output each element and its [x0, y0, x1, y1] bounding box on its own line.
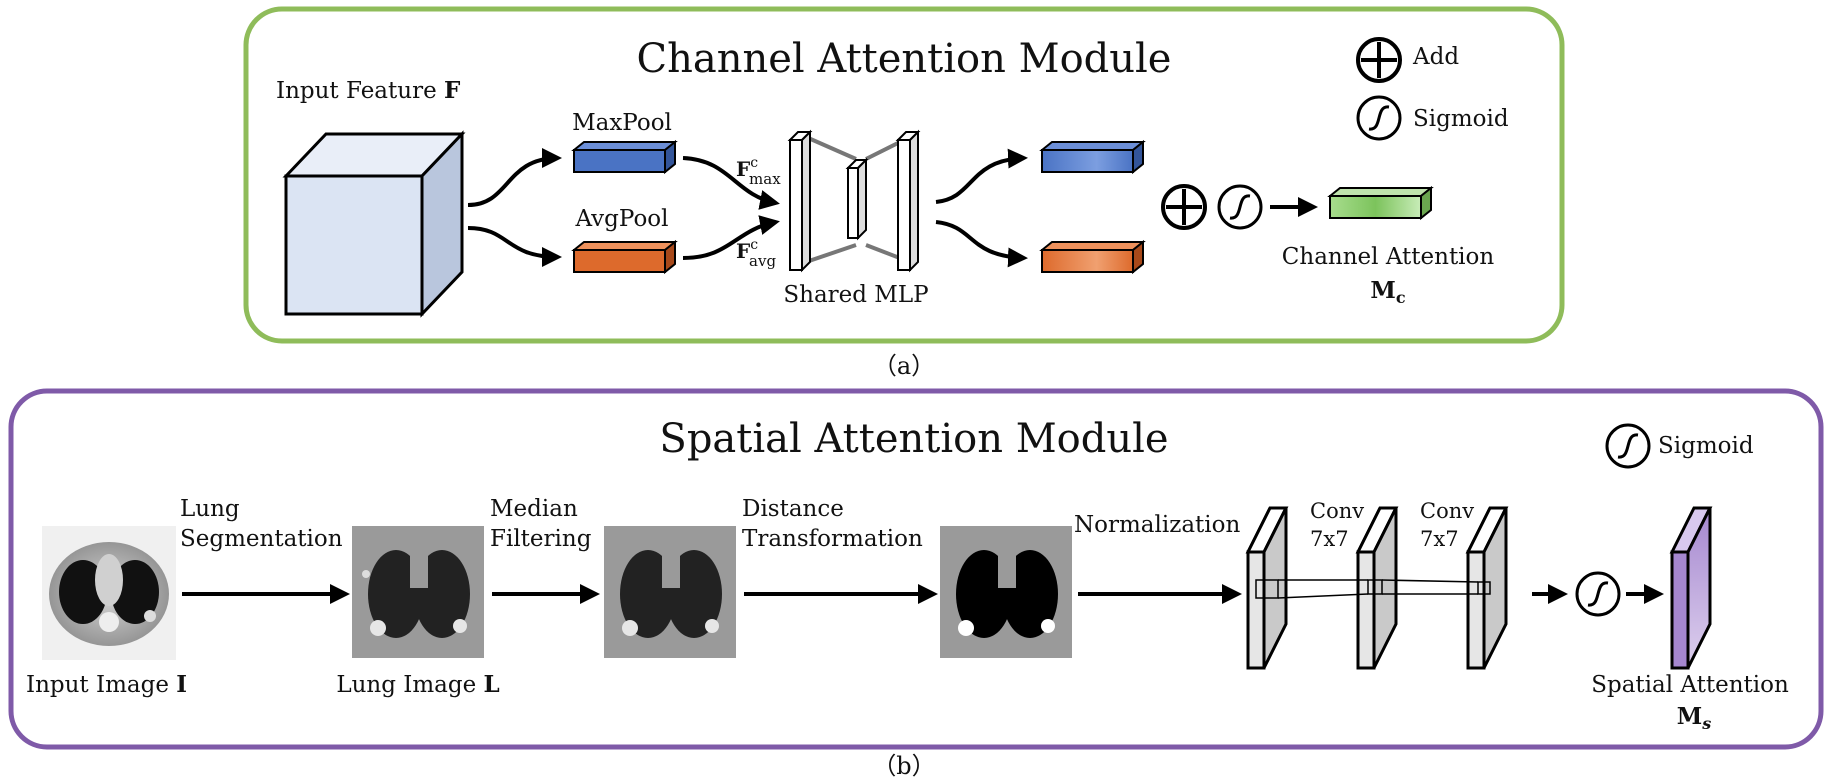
- conv2-label-1: Conv: [1420, 499, 1474, 523]
- lung-image-label: Lung Image L: [336, 671, 499, 698]
- arrow-avgpool-to-mlp: [682, 215, 780, 260]
- normalization-label: Normalization: [1074, 512, 1240, 538]
- panel-b-border: [8, 388, 1824, 750]
- channel-attention-bar: [1327, 185, 1434, 221]
- avgpool-mlp-output-bar: [1039, 239, 1146, 275]
- distance-transformed-image: [940, 526, 1072, 658]
- sigmoid-icon: [1217, 184, 1263, 230]
- conv-kernel-projections: [1255, 579, 1491, 599]
- arrow-maxpool-to-mlp: [682, 156, 780, 210]
- panel-a-border: [243, 6, 1565, 344]
- arrow-to-avgpool: [467, 226, 562, 267]
- spatial-attention-label: Spatial Attention: [1591, 672, 1789, 698]
- spatial-attention-panel: Spatial Attention Module Sigmoid Input I…: [8, 388, 1824, 750]
- caption-b: （b）: [872, 752, 935, 780]
- arrow-to-maxpool: [467, 148, 562, 207]
- arrow-mlp-to-avg-out: [935, 220, 1028, 268]
- maxpool-bar: [571, 139, 678, 175]
- legend-add-label: Add: [1412, 44, 1459, 70]
- spatial-attention-symbol: Ms: [1677, 703, 1711, 733]
- input-feature-label: Input Feature F: [276, 77, 461, 104]
- channel-attention-label: Channel Attention: [1282, 244, 1495, 270]
- spatial-attention-title: Spatial Attention Module: [659, 416, 1168, 462]
- legend-sigmoid-label: Sigmoid: [1413, 106, 1509, 132]
- avgpool-label: AvgPool: [575, 206, 669, 232]
- lung-segmentation-label-1: Lung: [180, 496, 240, 522]
- maxpool-label: MaxPool: [572, 110, 672, 136]
- spatial-attention-map: [1669, 506, 1713, 670]
- avgpool-bar: [571, 239, 678, 275]
- distance-transformation-label-2: Transformation: [742, 526, 923, 552]
- median-filtering-label-2: Filtering: [490, 526, 592, 552]
- arrow-mlp-to-max-out: [935, 148, 1028, 204]
- shared-mlp: [787, 129, 921, 273]
- input-feature-cube: [282, 130, 466, 318]
- feature-map-2: [1355, 506, 1399, 670]
- caption-a: （a）: [873, 352, 935, 380]
- distance-transformation-label-1: Distance: [742, 496, 844, 522]
- maxpool-mlp-output-bar: [1039, 139, 1146, 175]
- input-image-label: Input Image I: [26, 671, 187, 698]
- lung-segmentation-label-2: Segmentation: [180, 526, 343, 552]
- channel-attention-symbol: Mc: [1370, 277, 1405, 307]
- legend-sigmoid: Sigmoid: [1356, 95, 1509, 141]
- shared-mlp-label: Shared MLP: [783, 282, 928, 308]
- feature-map-3: [1465, 506, 1509, 670]
- legend-sigmoid-b: Sigmoid: [1605, 423, 1754, 469]
- legend-sigmoid-b-label: Sigmoid: [1658, 433, 1754, 459]
- legend-add: Add: [1356, 37, 1459, 83]
- channel-attention-title: Channel Attention Module: [637, 36, 1172, 82]
- conv1-label-2: 7x7: [1310, 527, 1349, 551]
- lung-image: [352, 526, 484, 658]
- sigmoid-icon-b: [1575, 571, 1621, 617]
- channel-attention-panel: Channel Attention Module Input Feature F…: [243, 6, 1565, 344]
- conv1-label-1: Conv: [1310, 499, 1364, 523]
- conv2-label-2: 7x7: [1420, 527, 1459, 551]
- input-ct-image: [42, 526, 176, 660]
- feature-map-1: [1245, 506, 1289, 670]
- median-filtering-label-1: Median: [490, 496, 578, 522]
- filtered-lung-image: [604, 526, 736, 658]
- add-icon: [1161, 184, 1207, 230]
